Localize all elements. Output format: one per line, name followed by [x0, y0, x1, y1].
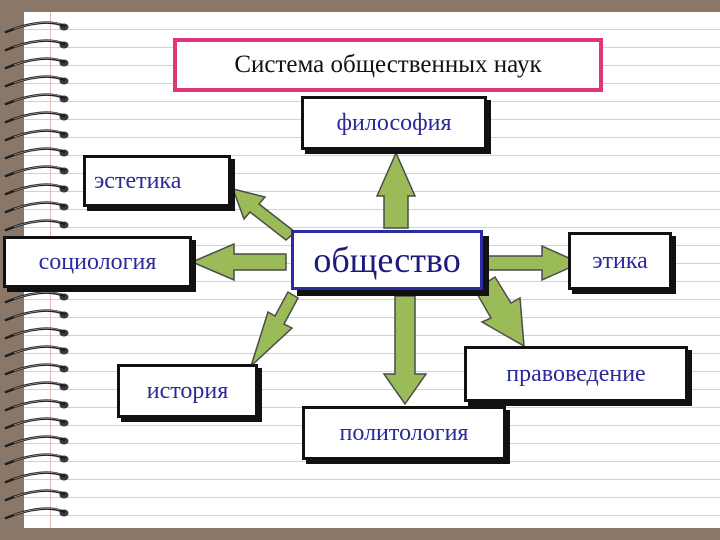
arrow-to-philosophy — [375, 151, 417, 229]
node-philosophy: философия — [301, 96, 487, 150]
arrow-to-law — [473, 275, 525, 348]
binding-ring — [4, 21, 69, 34]
arrow-to-sociology — [190, 242, 287, 282]
node-politology: политология — [302, 406, 506, 460]
node-sociology: социология — [3, 236, 192, 288]
arrow-to-ethics — [483, 244, 582, 282]
diagram-title: Система общественных наук — [173, 38, 603, 92]
arrow-to-aesthetics — [231, 187, 297, 241]
node-history: история — [117, 364, 258, 418]
binding-ring — [4, 471, 69, 484]
binding-ring — [4, 39, 69, 52]
binding-ring — [4, 381, 69, 394]
arrow-to-politology — [382, 295, 428, 406]
binding-ring — [4, 93, 69, 106]
binding-ring — [4, 327, 69, 340]
binding-ring — [4, 399, 69, 412]
binding-ring — [4, 489, 69, 502]
node-law: правоведение — [464, 346, 688, 402]
node-society: общество — [291, 230, 483, 290]
binding-ring — [4, 129, 69, 142]
binding-ring — [4, 435, 69, 448]
binding-ring — [4, 219, 69, 232]
binding-ring — [4, 147, 69, 160]
node-ethics: этика — [568, 232, 672, 290]
binding-ring — [4, 183, 69, 196]
binding-ring — [4, 453, 69, 466]
binding-ring — [4, 201, 69, 214]
binding-ring — [4, 507, 69, 520]
binding-ring — [4, 345, 69, 358]
binding-ring — [4, 363, 69, 376]
binding-ring — [4, 111, 69, 124]
binding-ring — [4, 417, 69, 430]
binding-ring — [4, 291, 69, 304]
binding-ring — [4, 57, 69, 70]
binding-ring — [4, 75, 69, 88]
binding-ring — [4, 309, 69, 322]
node-aesthetics: эстетика — [83, 155, 231, 207]
binding-ring — [4, 165, 69, 178]
arrow-to-history — [249, 290, 299, 369]
